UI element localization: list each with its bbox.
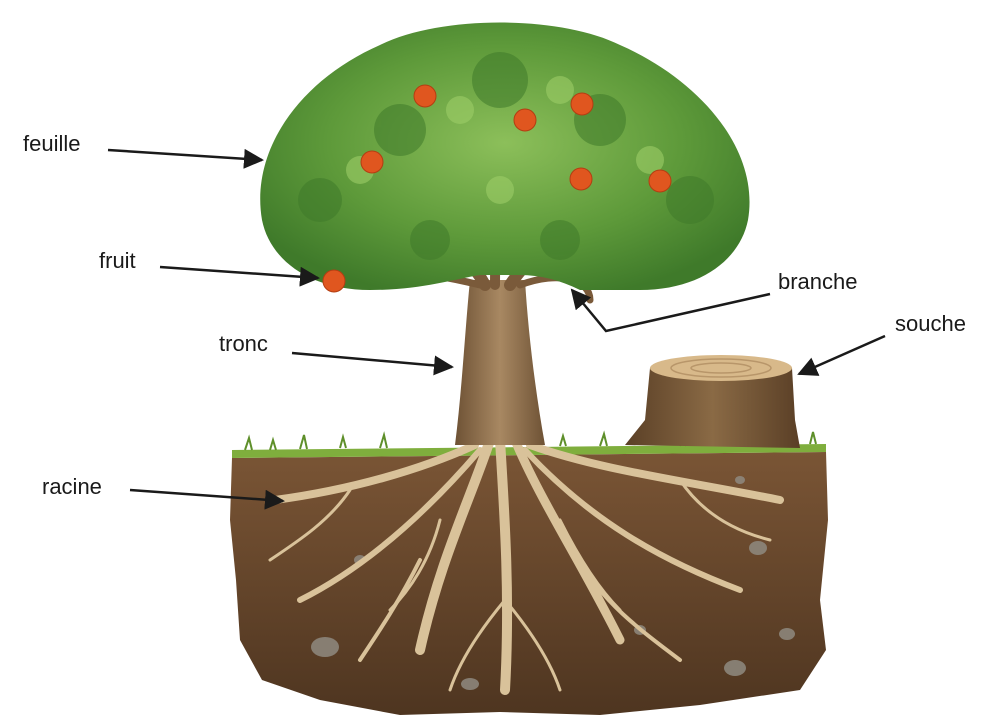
stump (625, 355, 800, 448)
label-souche: souche (895, 313, 966, 335)
label-fruit: fruit (99, 250, 136, 272)
fruit-4 (361, 151, 383, 173)
label-branche: branche (778, 271, 858, 293)
canopy (260, 23, 749, 291)
arrow-tronc (292, 353, 452, 367)
fruit-2 (571, 93, 593, 115)
arrow-souche (799, 336, 885, 374)
fruit-5 (570, 168, 592, 190)
trunk (455, 280, 545, 445)
arrow-feuille (108, 150, 262, 160)
arrow-fruit (160, 267, 318, 278)
fruit-7 (323, 270, 345, 292)
arrow-branche (572, 290, 770, 331)
label-feuille: feuille (23, 133, 80, 155)
label-racine: racine (42, 476, 102, 498)
fruit-1 (414, 85, 436, 107)
label-tronc: tronc (219, 333, 268, 355)
fruit-3 (514, 109, 536, 131)
fruit-6 (649, 170, 671, 192)
